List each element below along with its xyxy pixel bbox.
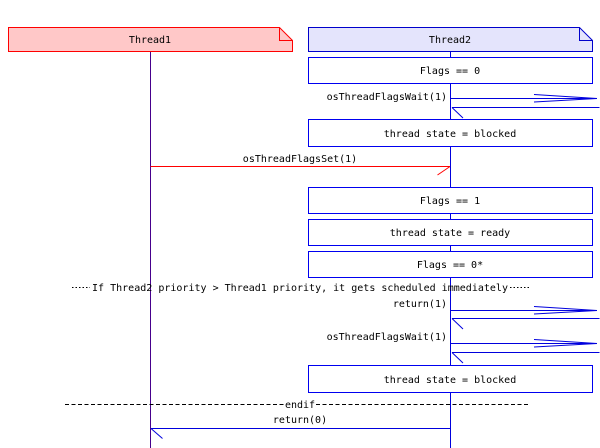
note-thread-state-blocked-1: thread state = blocked bbox=[308, 119, 593, 147]
note-text: Flags == 0 bbox=[420, 66, 480, 77]
note-flags-eq-1: Flags == 1 bbox=[308, 187, 593, 214]
note-text: thread state = ready bbox=[390, 228, 510, 239]
message-oswait1: osThreadFlagsWait(1) bbox=[327, 92, 600, 119]
note-flags-eq-0-star: Flags == 0* bbox=[308, 251, 593, 278]
fold-corner-icon bbox=[279, 27, 293, 41]
message-return1-arrowhead-icon bbox=[533, 306, 598, 315]
participant-header-thread1: Thread1 bbox=[8, 27, 293, 52]
participant-header-thread2: Thread2 bbox=[308, 27, 593, 52]
message-osset1: osThreadFlagsSet(1) bbox=[150, 154, 451, 176]
message-oswait1-label: osThreadFlagsWait(1) bbox=[327, 92, 447, 103]
divider-text: If Thread2 priority > Thread1 priority, … bbox=[92, 283, 508, 294]
message-oswait1-return-arrowhead-icon bbox=[451, 107, 464, 119]
message-oswait2-arrowhead-icon bbox=[533, 339, 598, 348]
note-text: Flags == 0* bbox=[417, 260, 483, 271]
message-osset1-arrowhead-icon bbox=[437, 166, 451, 176]
divider-endif: endif bbox=[65, 400, 530, 411]
message-return0-arrowhead-icon bbox=[150, 428, 163, 439]
divider-scheduled-immediately: If Thread2 priority > Thread1 priority, … bbox=[72, 283, 530, 294]
message-return0-label: return(0) bbox=[273, 415, 327, 426]
fold-corner-icon bbox=[579, 27, 593, 41]
message-oswait1-arrowhead-icon bbox=[533, 94, 598, 103]
participant-name-thread2: Thread2 bbox=[429, 35, 471, 46]
note-text: thread state = blocked bbox=[384, 375, 516, 386]
message-return0: return(0) bbox=[150, 415, 451, 439]
note-flags-eq-0: Flags == 0 bbox=[308, 57, 593, 84]
message-return1-return-arrowhead-icon bbox=[451, 318, 464, 330]
note-text: thread state = blocked bbox=[384, 129, 516, 140]
message-return1-label: return(1) bbox=[393, 299, 447, 310]
note-text: Flags == 1 bbox=[420, 196, 480, 207]
message-oswait2-label: osThreadFlagsWait(1) bbox=[327, 332, 447, 343]
message-osset1-label: osThreadFlagsSet(1) bbox=[243, 154, 357, 165]
message-oswait2: osThreadFlagsWait(1) bbox=[327, 332, 600, 364]
participant-name-thread1: Thread1 bbox=[129, 35, 171, 46]
note-thread-state-blocked-2: thread state = blocked bbox=[308, 365, 593, 393]
divider-text: endif bbox=[285, 400, 315, 411]
message-oswait2-return-arrowhead-icon bbox=[451, 352, 464, 364]
message-return1: return(1) bbox=[393, 299, 600, 330]
note-thread-state-ready: thread state = ready bbox=[308, 219, 593, 246]
